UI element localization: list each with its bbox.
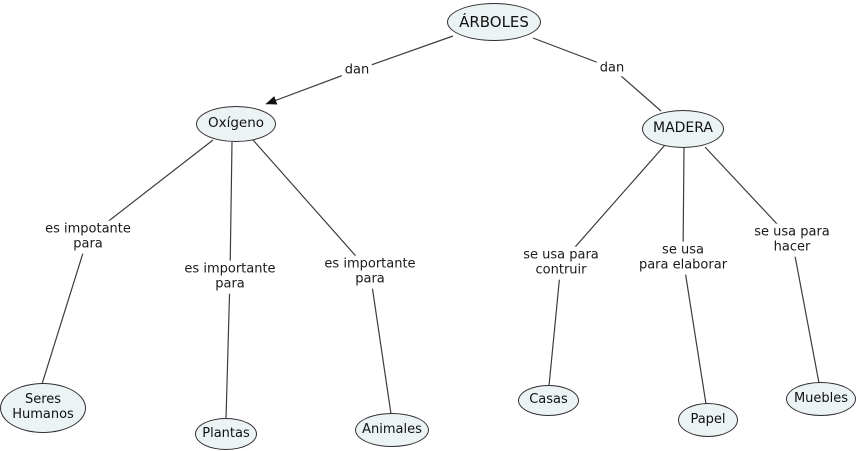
node-madera[interactable]: MADERA: [642, 110, 724, 148]
node-animales[interactable]: Animales: [355, 413, 429, 447]
node-label: Oxígeno: [207, 115, 265, 132]
node-plantas[interactable]: Plantas: [195, 418, 257, 450]
edge-madera-papel[interactable]: [682, 147, 707, 405]
node-oxigeno[interactable]: Oxígeno: [196, 106, 276, 142]
node-label: ÁRBOLES: [459, 12, 529, 31]
edge-label-se-usa-para-contruir[interactable]: se usa para contruir: [520, 246, 602, 280]
edge-label-text: se usa para: [754, 224, 830, 240]
edge-label-se-usa-para-elaborar[interactable]: se usa para elaborar: [635, 241, 731, 275]
edge-label-text: dan: [344, 62, 370, 78]
edge-label-text: contruir: [535, 263, 587, 278]
edge-label-es-importante-para-mid[interactable]: es importante para: [181, 260, 279, 294]
edge-label-text: hacer: [773, 240, 811, 255]
edge-label-se-usa-para-hacer[interactable]: se usa para hacer: [751, 223, 833, 257]
edge-label-es-importante-para-right[interactable]: es importante para: [321, 255, 419, 289]
node-muebles[interactable]: Muebles: [786, 382, 856, 416]
edge-label-text: dan: [599, 60, 625, 76]
edge-label-text: para: [355, 272, 385, 287]
edge-label-text: para: [73, 237, 103, 252]
edge-label-dan-left[interactable]: dan: [341, 61, 373, 79]
edge-label-text: para elaborar: [638, 258, 728, 273]
edge-label-text: es importante: [184, 261, 276, 277]
node-arboles[interactable]: ÁRBOLES: [447, 3, 541, 41]
edge-label-text: es impotante: [45, 221, 131, 237]
edge-label-text: se usa: [662, 242, 704, 258]
edge-label-text: se usa para: [523, 247, 599, 263]
edge-label-dan-right[interactable]: dan: [596, 59, 628, 77]
node-label: Papel: [690, 411, 726, 427]
node-label: MADERA: [652, 120, 714, 137]
edge-label-text: para: [215, 277, 245, 292]
edge-label-text: es importante: [324, 256, 416, 272]
node-label: Muebles: [793, 390, 849, 406]
node-papel[interactable]: Papel: [678, 403, 738, 437]
edge-label-es-impotante-para[interactable]: es impotante para: [42, 220, 134, 254]
node-label: Casas: [529, 392, 568, 408]
node-label: Seres Humanos: [12, 392, 74, 422]
node-casas[interactable]: Casas: [518, 385, 579, 416]
node-label: Animales: [362, 421, 422, 437]
node-label: Plantas: [202, 425, 250, 441]
node-seres-humanos[interactable]: Seres Humanos: [0, 383, 86, 433]
